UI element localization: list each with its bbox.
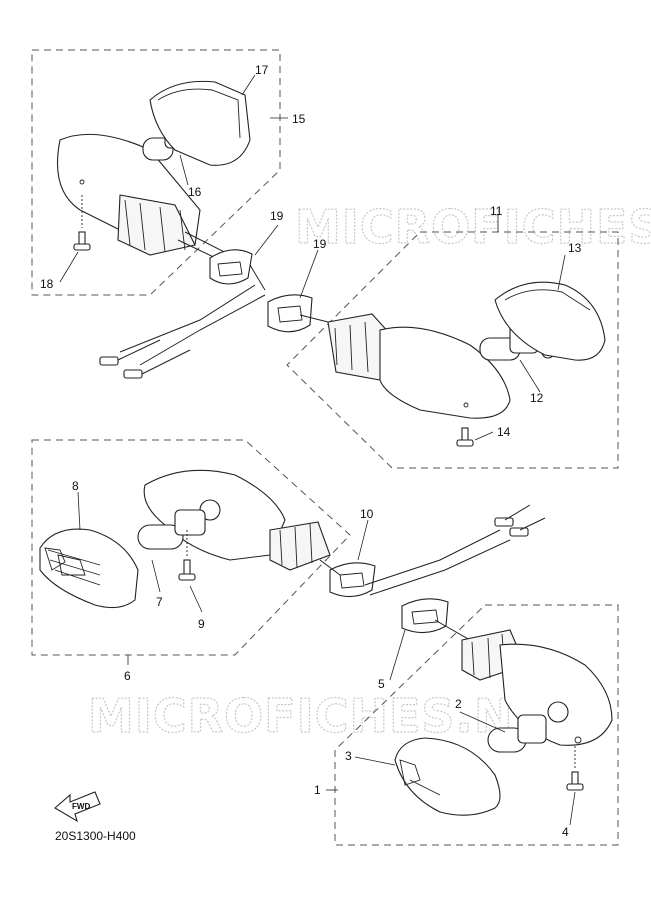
fwd-label: FWD [72, 802, 90, 811]
callout-4: 4 [562, 825, 569, 839]
callout-18: 18 [40, 277, 54, 291]
callout-10: 10 [360, 507, 374, 521]
watermark-top: MICROFICHES.NET [295, 200, 651, 254]
callout-3: 3 [345, 749, 352, 763]
callouts: 17 15 16 19 18 11 19 13 12 14 8 10 7 9 6… [40, 63, 582, 839]
callout-13: 13 [568, 241, 582, 255]
callout-1: 1 [314, 783, 321, 797]
callout-17: 17 [255, 63, 269, 77]
connectors-upper [99, 284, 266, 379]
callout-16: 16 [188, 185, 202, 199]
callout-9: 9 [198, 617, 205, 631]
callout-14: 14 [497, 425, 511, 439]
callout-19-left: 19 [270, 209, 284, 223]
assembly-15 [31, 49, 281, 296]
callout-8: 8 [72, 479, 79, 493]
fwd-arrow-icon: FWD [54, 791, 101, 823]
assembly-11 [267, 231, 619, 469]
assembly-6 [31, 439, 376, 656]
diagram-code: 20S1300-H400 [55, 829, 136, 843]
callout-19-right: 19 [313, 237, 327, 251]
callout-11: 11 [490, 204, 503, 218]
callout-12: 12 [530, 391, 544, 405]
callout-6: 6 [124, 669, 131, 683]
callout-15: 15 [292, 112, 306, 126]
connectors-lower [364, 504, 546, 596]
callout-5: 5 [378, 677, 385, 691]
assembly-1 [334, 598, 619, 846]
callout-7: 7 [156, 595, 163, 609]
callout-2: 2 [455, 697, 462, 711]
